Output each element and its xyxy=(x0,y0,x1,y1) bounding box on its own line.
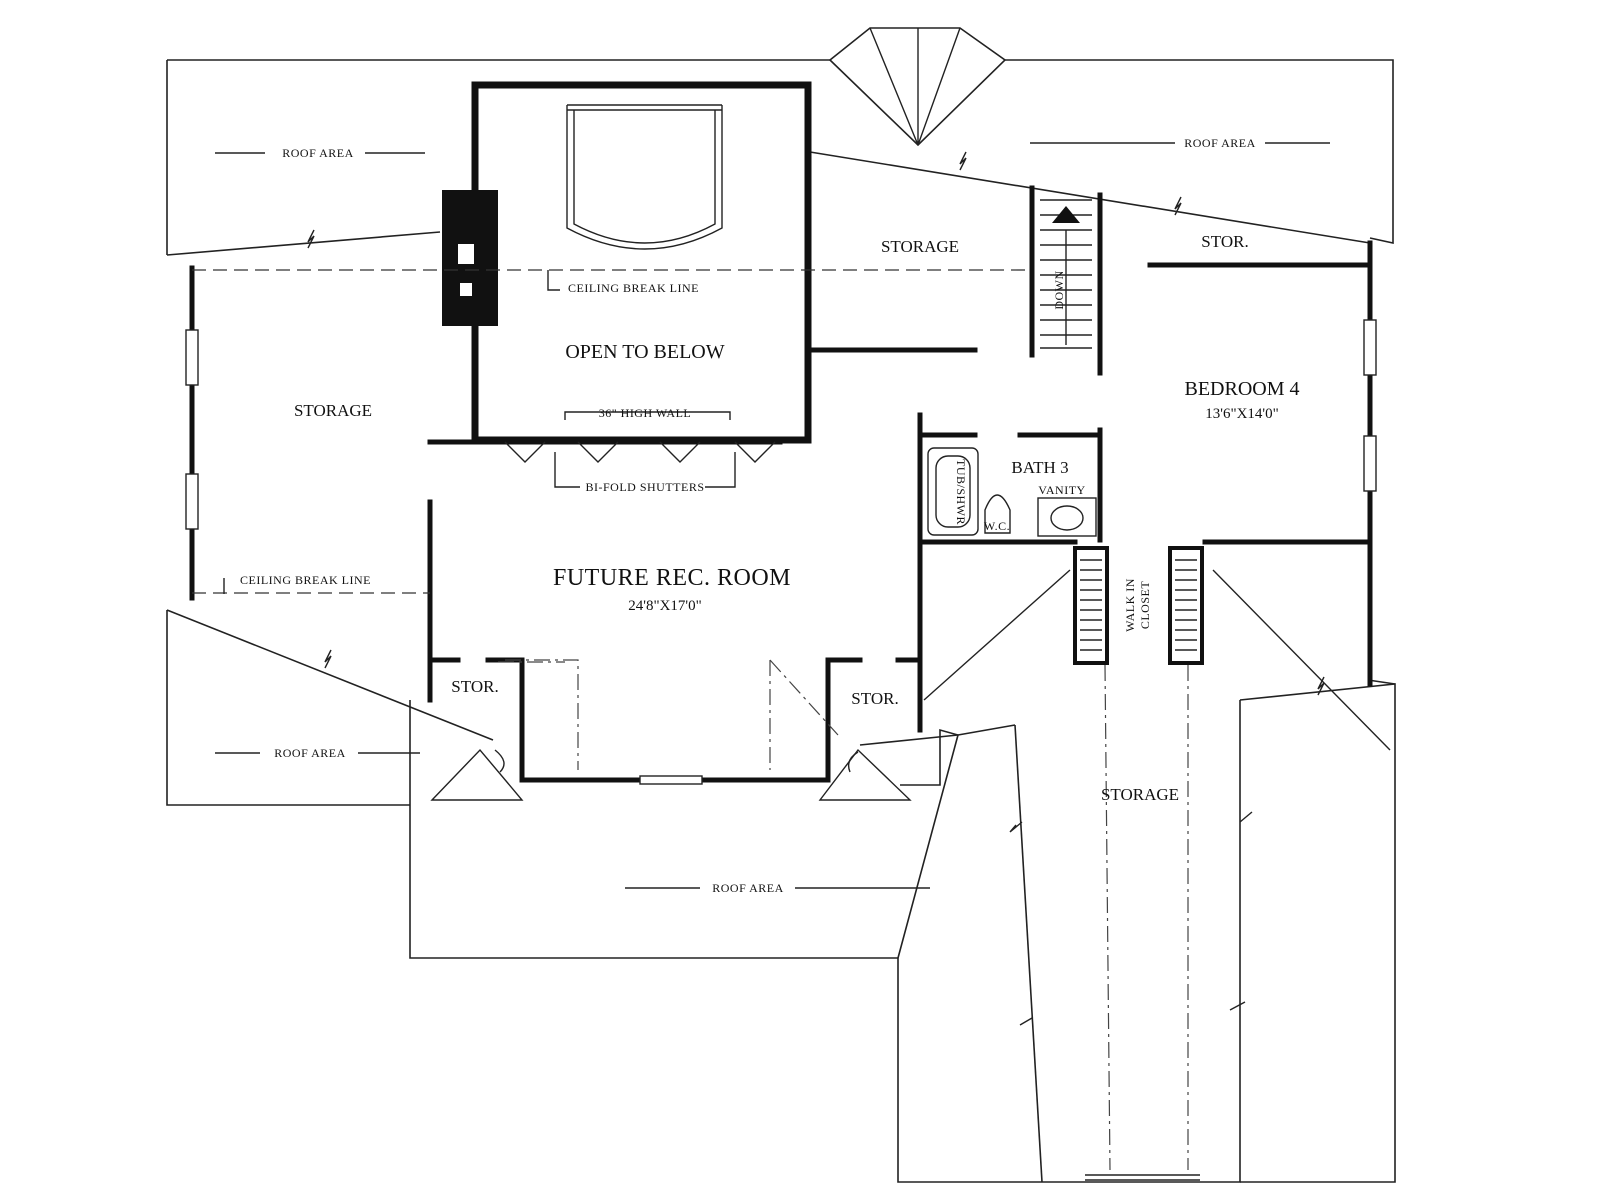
stairs[interactable] xyxy=(1040,199,1092,349)
rec-room-dims: 24'8"X17'0" xyxy=(628,598,701,614)
open-to-below-label: OPEN TO BELOW xyxy=(565,341,724,363)
labels: ROOF AREA ROOF AREA ROOF AREA ROOF AREA … xyxy=(240,136,1300,895)
closet-label-2: CLOSET xyxy=(1138,581,1152,630)
stor-label: STOR. xyxy=(851,689,898,708)
wc-label: W.C. xyxy=(984,519,1010,533)
bedroom-name: BEDROOM 4 xyxy=(1184,378,1299,400)
storage-label: STORAGE xyxy=(881,237,959,256)
rec-room-name: FUTURE REC. ROOM xyxy=(553,565,791,591)
storage-label: STORAGE xyxy=(1101,785,1179,804)
roof-area-label: ROOF AREA xyxy=(712,881,784,895)
storage-label: STORAGE xyxy=(294,401,372,420)
roof-area-label: ROOF AREA xyxy=(274,746,346,760)
bifold-shutters xyxy=(504,411,776,488)
high-wall-label: 36" HIGH WALL xyxy=(599,406,692,420)
sink-icon xyxy=(1050,505,1084,531)
walls xyxy=(189,81,1373,783)
roof-outline xyxy=(166,27,1396,1183)
tub-label: TUB/SHWR xyxy=(954,459,968,525)
closet-label-1: WALK IN xyxy=(1123,578,1137,632)
vanity-label: VANITY xyxy=(1038,483,1085,497)
stair-arrow-icon xyxy=(1052,206,1080,223)
break-marks xyxy=(307,151,1325,1026)
roof-area-label: ROOF AREA xyxy=(1184,136,1256,150)
walk-in-closet xyxy=(1073,546,1204,1171)
ceiling-break-lines xyxy=(192,269,1030,594)
rec-room-details xyxy=(430,659,912,801)
bay-window xyxy=(566,104,723,250)
stair-down-label: DOWN xyxy=(1052,270,1066,309)
stor-label: STOR. xyxy=(451,677,498,696)
chimney xyxy=(442,190,498,326)
ceiling-break-label: CEILING BREAK LINE xyxy=(568,281,699,295)
bath-fixtures xyxy=(927,447,1097,537)
ceiling-break-label: CEILING BREAK LINE xyxy=(240,573,371,587)
roof-area-label: ROOF AREA xyxy=(282,146,354,160)
bifold-shutters-label: BI-FOLD SHUTTERS xyxy=(585,480,704,494)
windows xyxy=(185,319,1377,785)
toilet-icon xyxy=(984,494,1011,534)
bath-name: BATH 3 xyxy=(1011,458,1068,477)
roof-arrows xyxy=(215,142,1330,889)
stor-label: STOR. xyxy=(1201,232,1248,251)
bedroom-dims: 13'6"X14'0" xyxy=(1205,406,1278,422)
